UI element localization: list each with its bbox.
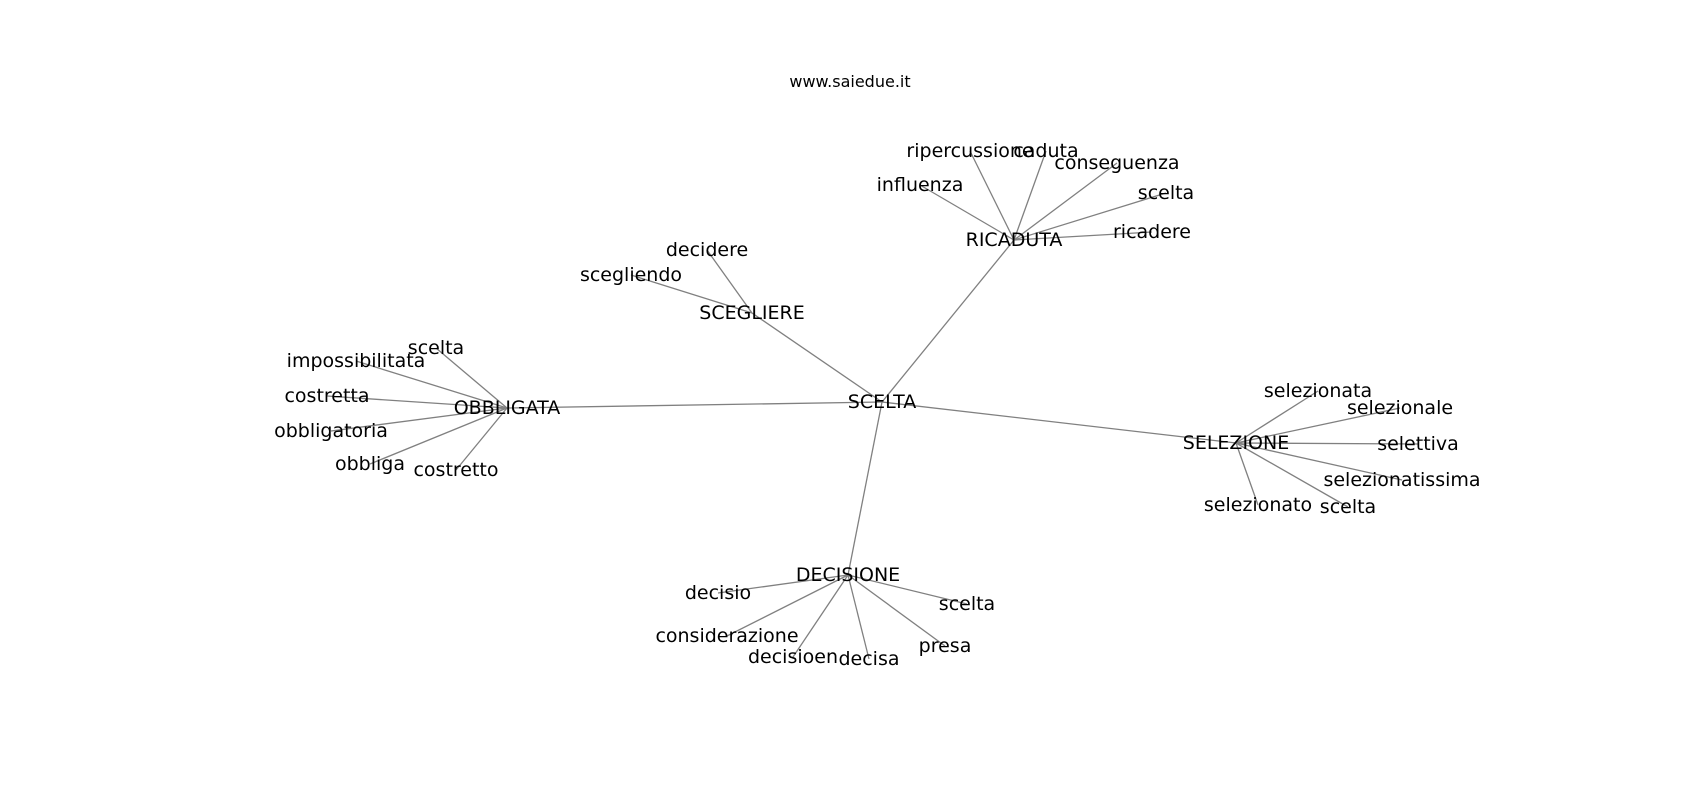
node-label-d_presa: presa (919, 635, 972, 657)
edge-obbligata-o_costretto (455, 407, 508, 471)
node-label-sg_scegliendo: scegliendo (580, 264, 682, 286)
node-label-s_selezionale: selezionale (1347, 397, 1453, 419)
node-label-o_obbliga: obbliga (335, 453, 405, 475)
node-label-r_ripercussione: ripercussione (906, 140, 1033, 162)
node-label-o_obbligatoria: obbligatoria (274, 420, 388, 442)
node-label-s_scelta: scelta (1320, 496, 1376, 518)
node-label-d_decisioen: decisioen (748, 646, 838, 668)
node-label-s_selezionato: selezionato (1204, 494, 1312, 516)
node-label-r_conseguenza: conseguenza (1054, 152, 1179, 174)
node-label-r_ricadere: ricadere (1113, 221, 1191, 243)
watermark-text: www.saiedue.it (789, 72, 911, 91)
edge-decisione-d_decisio (717, 574, 849, 594)
node-label-o_scelta: scelta (408, 337, 464, 359)
node-label-r_influenza: influenza (877, 174, 964, 196)
node-label-d_scelta: scelta (939, 593, 995, 615)
node-label-o_costretto: costretto (413, 459, 498, 481)
edge-obbligata-o_scelta (435, 347, 508, 409)
node-label-d_decisio: decisio (685, 582, 751, 604)
node-label-o_impossibilitata: impossibilitata (287, 350, 426, 372)
edge-selezione-s_selezionato (1235, 442, 1259, 506)
node-label-r_caduta: caduta (1013, 140, 1078, 162)
edge-scelta_center-ricaduta (881, 239, 1015, 403)
edge-decisione-d_considerazione (726, 574, 849, 637)
edge-ricaduta-r_conseguenza (1013, 162, 1118, 241)
edge-obbligata-o_obbligatoria (330, 407, 508, 432)
edge-ricaduta-r_influenza (919, 184, 1015, 241)
node-label-d_considerazione: considerazione (655, 625, 798, 647)
edge-scelta_center-selezione (881, 401, 1237, 444)
edge-decisione-d_presa (847, 574, 946, 647)
edge-selezione-s_scelta (1235, 442, 1349, 508)
node-label-decisione: DECISIONE (796, 564, 900, 586)
edge-obbligata-o_obbliga (369, 407, 508, 465)
edge-decisione-d_decisa (847, 574, 870, 660)
edge-ricaduta-r_scelta (1013, 192, 1167, 241)
edge-ricaduta-r_ricadere (1013, 231, 1153, 241)
node-label-scelta_center: SCELTA (848, 391, 916, 413)
graph-edges (326, 150, 1419, 660)
edge-decisione-d_decisioen (792, 574, 849, 658)
edge-selezione-s_selettiva (1235, 442, 1419, 445)
edge-scelta_center-decisione (847, 401, 883, 576)
edge-scegliere-sg_decidere (706, 249, 753, 314)
node-label-selezione: SELEZIONE (1183, 432, 1289, 454)
node-label-s_selezionata: selezionata (1264, 380, 1372, 402)
node-label-d_decisa: decisa (838, 648, 899, 670)
node-label-s_selettiva: selettiva (1377, 433, 1459, 455)
edge-scegliere-sg_scegliendo (630, 274, 753, 314)
edge-ricaduta-r_caduta (1013, 150, 1047, 241)
edge-ricaduta-r_ripercussione (969, 150, 1015, 241)
edge-selezione-s_selezionata (1235, 390, 1319, 444)
node-label-r_scelta: scelta (1138, 182, 1194, 204)
graph-labels: SCELTA RICADUTA SCEGLIERE OBBLIGATA SELEZION… (274, 140, 1480, 670)
node-label-o_costretta: costretta (284, 385, 369, 407)
node-label-scegliere: SCEGLIERE (699, 302, 804, 324)
node-label-s_selezionatissima: selezionatissima (1323, 469, 1480, 491)
edge-scelta_center-scegliere (751, 312, 883, 403)
node-label-ricaduta: RICADUTA (966, 229, 1063, 251)
edge-obbligata-o_impossibilitata (355, 360, 508, 409)
edge-decisione-d_scelta (847, 574, 968, 605)
edge-selezione-s_selezionatissima (1235, 442, 1403, 481)
node-label-sg_decidere: decidere (666, 239, 748, 261)
edge-scelta_center-obbligata (506, 401, 883, 409)
edge-selezione-s_selezionale (1235, 407, 1401, 444)
edge-obbligata-o_costretta (326, 395, 508, 409)
node-label-obbligata: OBBLIGATA (454, 397, 561, 419)
